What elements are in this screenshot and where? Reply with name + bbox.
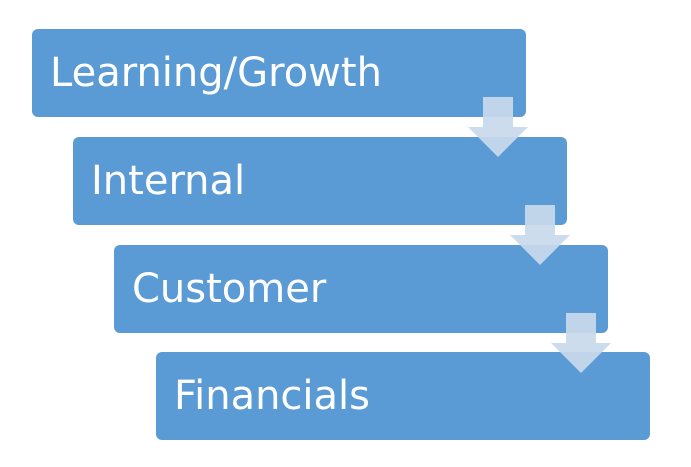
down-arrow-icon [551,313,611,373]
down-arrow-icon [510,205,570,265]
step-internal: Internal [73,137,567,225]
step-customer: Customer [114,245,608,333]
step-label: Financials [174,373,370,419]
down-arrow-icon [468,97,528,157]
step-label: Learning/Growth [50,50,382,96]
step-financials: Financials [156,352,650,440]
step-label: Internal [91,158,246,204]
step-label: Customer [132,266,327,312]
step-learning-growth: Learning/Growth [32,29,526,117]
